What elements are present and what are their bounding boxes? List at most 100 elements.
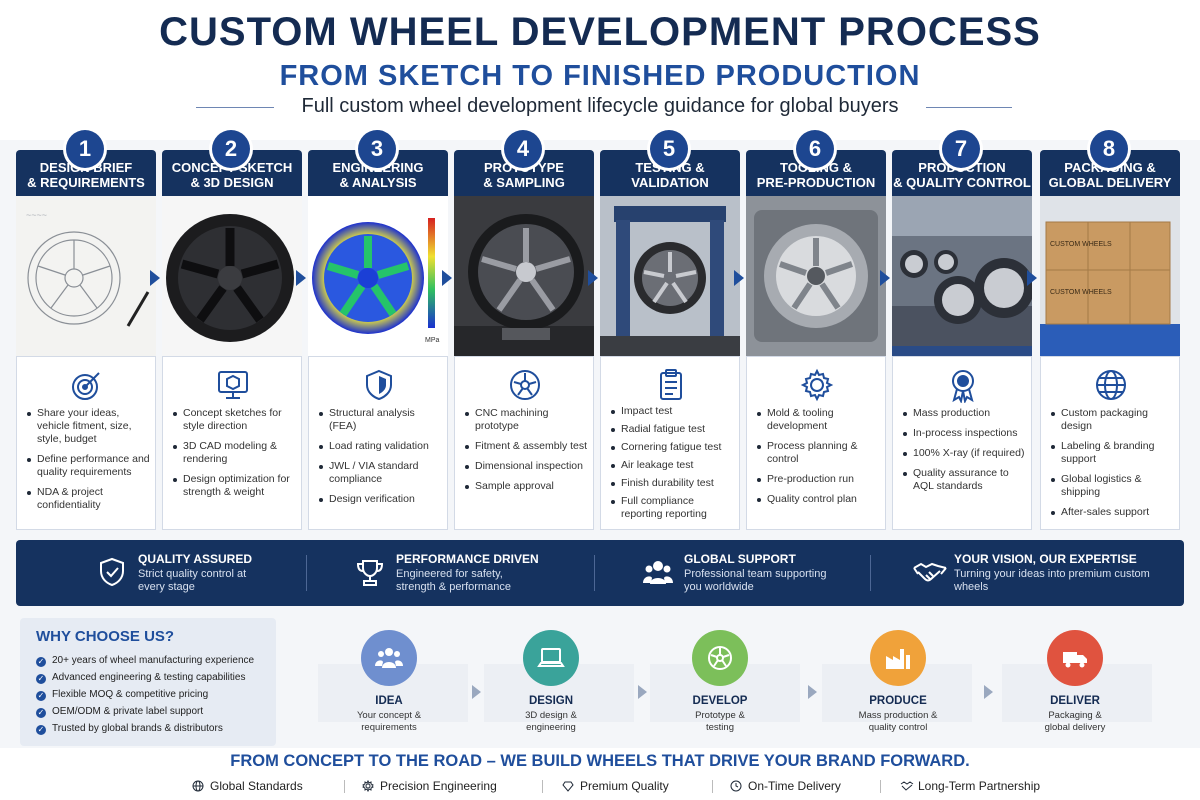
list-item: Fitment & assembly test <box>463 440 591 453</box>
step-card: Share your ideas, vehicle fitment, size,… <box>16 356 156 530</box>
flow-label: IDEA <box>375 695 403 707</box>
list-item: Define performance and quality requireme… <box>25 453 153 479</box>
flow-arrow <box>472 685 481 699</box>
step-1: 1 DESIGN BRIEF& REQUIREMENTS ~~~~ Share … <box>16 130 156 530</box>
page-subtitle: FROM SKETCH TO FINISHED PRODUCTION <box>279 60 921 92</box>
check-icon: ✓ <box>36 691 46 701</box>
step-arrow <box>588 270 598 286</box>
step-8: 8 PACKAGING &GLOBAL DELIVERY CUSTOM WHEE… <box>1040 130 1180 530</box>
wheel-icon <box>507 367 543 403</box>
step-5: 5 TESTING &VALIDATION Impact test Radial… <box>600 130 740 530</box>
list-item: Sample approval <box>463 480 591 493</box>
list-item: Air leakage test <box>609 459 737 472</box>
divider <box>344 780 345 793</box>
check-icon: ✓ <box>36 708 46 718</box>
flow-label: DESIGN <box>528 695 574 707</box>
flow-step-develop: DEVELOP Prototype & testing <box>660 630 780 740</box>
testing-rig-photo <box>600 196 740 356</box>
divider <box>870 555 871 591</box>
step-card: Concept sketches for style direction 3D … <box>162 356 302 530</box>
list-item: 100% X-ray (if required) <box>901 447 1029 460</box>
why-item: ✓Flexible MOQ & competitive pricing <box>36 689 209 701</box>
step-arrow <box>734 270 744 286</box>
list-item: Radial fatigue test <box>609 423 737 436</box>
flow-step-design: DESIGN 3D design & engineering <box>491 630 611 740</box>
step-card: Custom packaging design Labeling & brand… <box>1040 356 1180 530</box>
feature-title: GLOBAL SUPPORT <box>684 552 796 566</box>
list-item: Design optimization for strength & weigh… <box>171 473 299 499</box>
3d-wheel-photo <box>162 196 302 356</box>
step-number: 8 <box>1090 130 1128 168</box>
tagline-rule-right <box>926 107 1012 108</box>
list-item: Impact test <box>609 405 737 418</box>
step-arrow <box>296 270 306 286</box>
step-arrow <box>442 270 452 286</box>
step-list: Concept sketches for style direction 3D … <box>171 407 299 506</box>
check-icon: ✓ <box>36 725 46 735</box>
step-number: 2 <box>212 130 250 168</box>
flow-desc: Your concept & requirements <box>356 710 422 733</box>
list-item: Design verification <box>317 493 445 506</box>
step-number: 4 <box>504 130 542 168</box>
wheel-icon <box>692 630 748 686</box>
list-item: Quality assurance to AQL standards <box>901 467 1029 493</box>
step-card: Structural analysis (FEA) Load rating va… <box>308 356 448 530</box>
list-item: Global logistics & shipping <box>1049 473 1177 499</box>
feature-band <box>16 540 1184 606</box>
footer-item-long-term-partnership: Long-Term Partnership <box>900 779 1040 793</box>
step-4: 4 PROTOTYPE& SAMPLING CNC machining prot… <box>454 130 594 530</box>
tagline: Full custom wheel development lifecycle … <box>301 95 899 117</box>
step-list: Impact test Radial fatigue test Cornerin… <box>609 405 737 528</box>
gear-icon <box>799 367 835 403</box>
team-icon <box>642 556 674 588</box>
box-label: CUSTOM WHEELS <box>1050 289 1112 296</box>
why-item: ✓20+ years of wheel manufacturing experi… <box>36 655 255 667</box>
gear-icon <box>362 779 374 793</box>
flow-label: DELIVER <box>1050 695 1100 707</box>
flow-arrow <box>638 685 647 699</box>
step-number: 5 <box>650 130 688 168</box>
step-list: Custom packaging design Labeling & brand… <box>1049 407 1177 526</box>
why-choose-us-panel <box>20 618 276 746</box>
why-item: ✓Advanced engineering & testing capabili… <box>36 672 246 684</box>
step-arrow <box>880 270 890 286</box>
footer <box>0 748 1200 800</box>
flow-desc: Prototype & testing <box>695 710 745 733</box>
flow-label: DEVELOP <box>692 695 748 707</box>
footer-item-on-time-delivery: On-Time Delivery <box>730 779 841 793</box>
factory-icon <box>870 630 926 686</box>
footer-item-precision-engineering: Precision Engineering <box>362 779 497 793</box>
flow-step-produce: PRODUCE Mass production & quality contro… <box>838 630 958 740</box>
step-number: 6 <box>796 130 834 168</box>
handshake-icon <box>912 556 947 588</box>
flow-desc: 3D design & engineering <box>525 710 577 733</box>
step-2: 2 CONCEPT SKETCH& 3D DESIGN Concept sket… <box>162 130 302 530</box>
list-item: Dimensional inspection <box>463 460 591 473</box>
monitor-cube-icon <box>215 367 251 403</box>
shield-icon <box>361 367 397 403</box>
prototype-photo <box>454 196 594 356</box>
step-number: 7 <box>942 130 980 168</box>
globe-icon <box>1093 367 1129 403</box>
list-item: In-process inspections <box>901 427 1029 440</box>
divider <box>594 555 595 591</box>
feature-title: YOUR VISION, OUR EXPERTISE <box>954 552 1137 566</box>
list-item: 3D CAD modeling & rendering <box>171 440 299 466</box>
step-list: Mass production In-process inspections 1… <box>901 407 1029 500</box>
flow-arrow <box>984 685 993 699</box>
check-icon: ✓ <box>36 674 46 684</box>
list-item: After-sales support <box>1049 506 1177 519</box>
list-item: Concept sketches for style direction <box>171 407 299 433</box>
feature-desc: Strict quality control at every stage <box>138 568 247 593</box>
why-title: WHY CHOOSE US? <box>36 628 175 645</box>
sketch-photo: ~~~~ <box>16 196 156 356</box>
feature-desc: Turning your ideas into premium custom w… <box>954 568 1150 593</box>
step-list: Share your ideas, vehicle fitment, size,… <box>25 407 153 519</box>
list-item: Finish durability test <box>609 477 737 490</box>
laptop-icon <box>523 630 579 686</box>
tagline-rule-left <box>196 107 274 108</box>
step-list: Structural analysis (FEA) Load rating va… <box>317 407 445 513</box>
divider <box>712 780 713 793</box>
globe-icon <box>192 780 204 792</box>
list-item: Mass production <box>901 407 1029 420</box>
